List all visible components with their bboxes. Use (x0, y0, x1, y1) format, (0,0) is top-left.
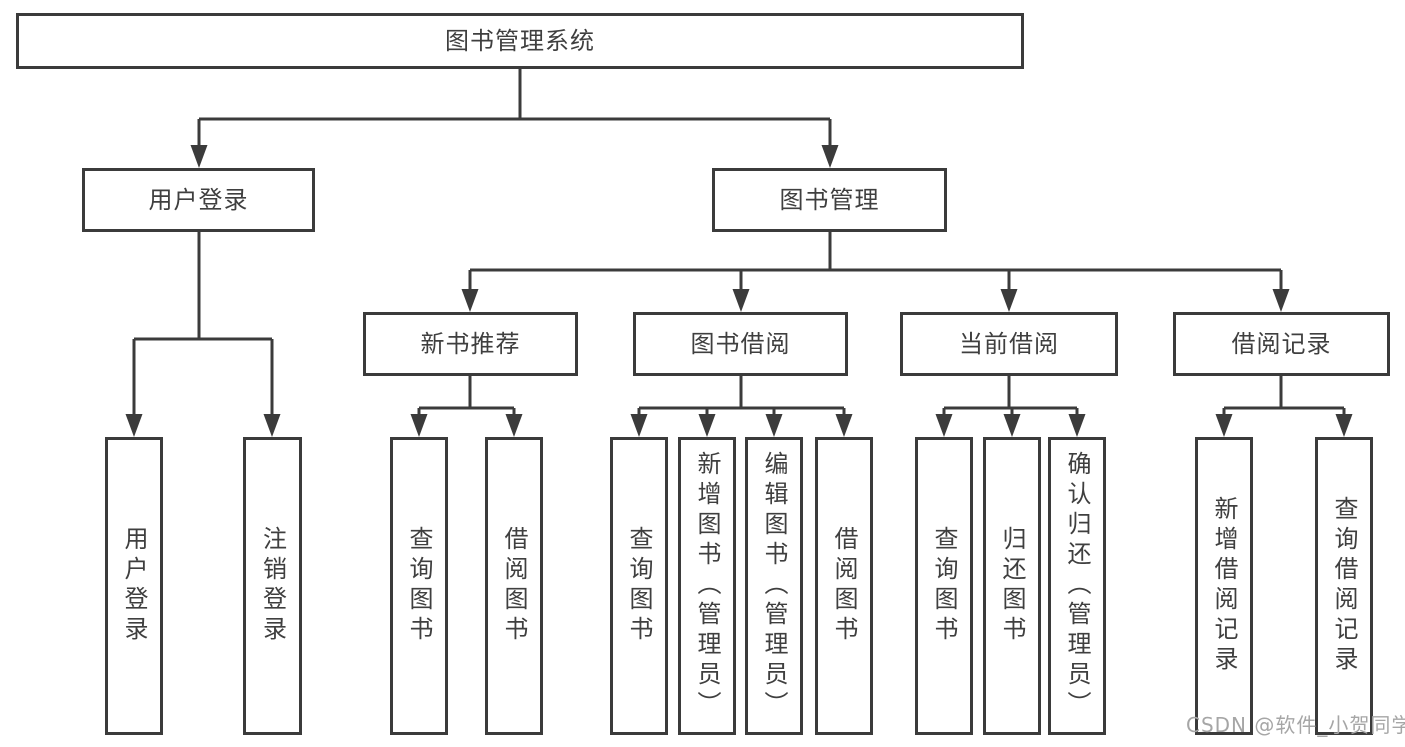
node-label: 借阅图书 (500, 526, 528, 646)
node-label: 查询借阅记录 (1330, 496, 1358, 676)
node-label: 归还图书 (998, 526, 1026, 646)
node-label: 用户登录 (120, 526, 148, 646)
node-user-login: 用户登录 (82, 168, 315, 232)
node-label: 图书管理系统 (445, 26, 595, 55)
node-borrow-records: 借阅记录 (1173, 312, 1390, 376)
leaf-recommend-query-books: 查询图书 (390, 437, 448, 735)
node-label: 查询图书 (405, 526, 433, 646)
node-label: 图书借阅 (690, 329, 791, 358)
node-label: 图书管理 (779, 185, 880, 214)
leaf-add-books-admin: 新增图书（管理员） (678, 437, 736, 735)
node-book-borrow: 图书借阅 (633, 312, 848, 376)
node-label: 注销登录 (258, 526, 287, 646)
leaf-logout-login: 注销登录 (243, 437, 302, 735)
node-label: 查询图书 (625, 526, 653, 646)
node-label: 当前借阅 (959, 329, 1059, 358)
node-root: 图书管理系统 (16, 13, 1024, 69)
leaf-user-login: 用户登录 (105, 437, 163, 735)
watermark: CSDN @软件_小贺同学 (1186, 713, 1405, 737)
connector-arrowhead-icons (125, 145, 1353, 437)
leaf-borrow-borrow-books: 借阅图书 (815, 437, 873, 735)
node-label: 新增图书（管理员） (693, 451, 721, 721)
leaf-current-query-books: 查询图书 (915, 437, 973, 735)
leaf-return-books: 归还图书 (983, 437, 1041, 735)
node-current-borrow: 当前借阅 (900, 312, 1118, 376)
node-label: 查询图书 (930, 526, 958, 646)
node-label: 确认归还（管理员） (1063, 451, 1091, 721)
node-label: 借阅图书 (830, 526, 858, 646)
leaf-borrow-query-books: 查询图书 (610, 437, 668, 735)
leaf-edit-books-admin: 编辑图书（管理员） (745, 437, 803, 735)
node-label: 新书推荐 (420, 329, 521, 358)
leaf-recommend-borrow-books: 借阅图书 (485, 437, 543, 735)
node-book-management: 图书管理 (712, 168, 947, 232)
leaf-query-borrow-record: 查询借阅记录 (1315, 437, 1373, 735)
node-label: 借阅记录 (1231, 329, 1332, 358)
node-new-book-recommend: 新书推荐 (363, 312, 578, 376)
node-label: 编辑图书（管理员） (760, 451, 788, 721)
leaf-confirm-return-admin: 确认归还（管理员） (1048, 437, 1106, 735)
node-label: 用户登录 (148, 185, 249, 214)
leaf-add-borrow-record: 新增借阅记录 (1195, 437, 1253, 735)
connector-lines (132, 69, 1346, 416)
node-label: 新增借阅记录 (1210, 496, 1238, 676)
